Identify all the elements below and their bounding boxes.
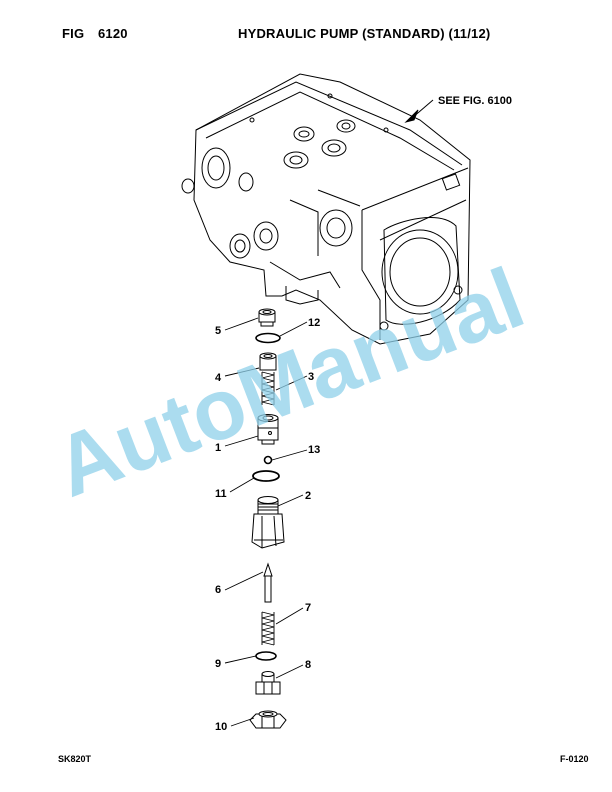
callout-8: 8 (305, 659, 311, 671)
page-code: F-0120 (560, 754, 589, 764)
callout-12: 12 (308, 317, 320, 329)
page-title: HYDRAULIC PUMP (STANDARD) (11/12) (238, 26, 491, 41)
part-1-valve-body (257, 414, 279, 445)
callout-6: 6 (215, 584, 221, 596)
fig-label: FIG (62, 26, 85, 41)
part-3-spring (261, 371, 275, 406)
reference-arrow (404, 99, 434, 123)
model-label: SK820T (58, 754, 92, 764)
callout-numbers: 5 12 4 3 1 13 11 2 6 7 9 8 10 (215, 317, 320, 733)
leader-lines (224, 317, 308, 727)
part-9-o-ring (255, 651, 277, 661)
pump-housing-drawing (181, 73, 471, 345)
callout-1: 1 (215, 442, 221, 454)
callout-9: 9 (215, 658, 221, 670)
callout-4: 4 (215, 372, 222, 384)
callout-3: 3 (308, 371, 314, 383)
callout-13: 13 (308, 444, 320, 456)
callout-5: 5 (215, 325, 221, 337)
part-6-needle (263, 562, 273, 603)
part-7-spring (261, 611, 275, 646)
callout-11: 11 (215, 488, 227, 500)
part-12-o-ring (255, 332, 281, 344)
part-10-nut (249, 710, 287, 729)
part-8-plug (255, 671, 281, 695)
callout-10: 10 (215, 721, 227, 733)
part-11-o-ring (252, 470, 280, 482)
part-2-adjuster-body (251, 496, 285, 549)
fig-number: 6120 (98, 26, 128, 41)
part-13-ball (263, 455, 273, 465)
part-5-plug (258, 308, 276, 327)
see-fig-reference: SEE FIG. 6100 (438, 95, 512, 107)
callout-2: 2 (305, 490, 311, 502)
part-4-sleeve (259, 352, 277, 371)
callout-7: 7 (305, 602, 311, 614)
